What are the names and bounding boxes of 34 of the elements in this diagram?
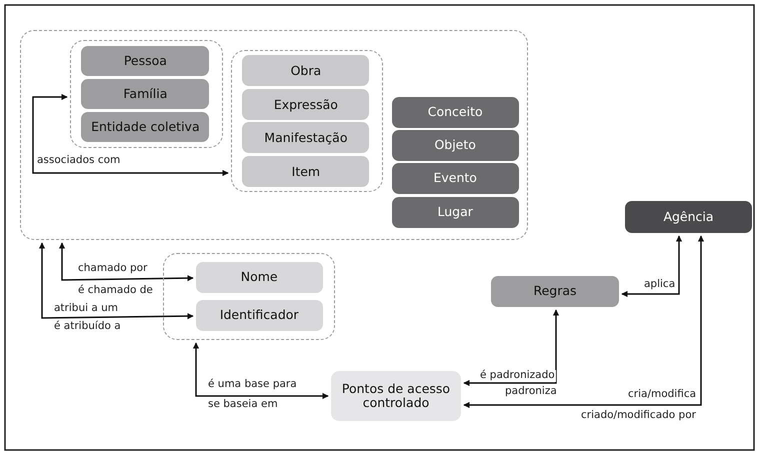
edge-label: aplica — [643, 279, 676, 291]
entity-box: Objeto — [392, 130, 519, 161]
entity-box: Lugar — [392, 196, 519, 228]
entity-box: Nome — [196, 262, 323, 293]
access-point-box: Pontos de acesso controlado — [331, 371, 461, 421]
group-outline — [163, 253, 335, 340]
connector-arrow — [38, 242, 194, 320]
connector-arrow — [463, 309, 560, 386]
entity-box: Pessoa — [81, 46, 210, 76]
edge-label: é padronizado — [479, 370, 556, 382]
entity-box: Conceito — [392, 96, 519, 128]
entity-box: Manifestação — [242, 122, 370, 154]
connector-arrow — [32, 94, 229, 176]
relation-label: padroniza — [504, 386, 558, 398]
connector-arrow — [463, 235, 704, 408]
connector-arrow — [621, 235, 682, 298]
entity-box: Identificador — [196, 300, 323, 331]
edge-label: cria/modifica — [627, 389, 698, 401]
group-outline — [70, 40, 223, 148]
connector-arrow — [58, 242, 194, 282]
entity-box: Regras — [491, 276, 619, 307]
edge-label: é uma base para — [207, 379, 298, 391]
entity-box: Agência — [625, 201, 752, 233]
entity-box: Expressão — [242, 89, 370, 120]
entity-box: Obra — [242, 55, 370, 86]
edge-label: chamado por — [77, 263, 148, 275]
entity-box: Entidade coletiva — [81, 112, 210, 142]
relation-label: criado/modificado por — [580, 410, 697, 422]
entity-box: Evento — [392, 162, 519, 194]
entity-box: Item — [242, 156, 370, 188]
connector-arrow — [192, 342, 329, 400]
group-outline — [20, 30, 528, 240]
group-outline — [230, 50, 383, 192]
entity-box: Família — [81, 79, 210, 110]
